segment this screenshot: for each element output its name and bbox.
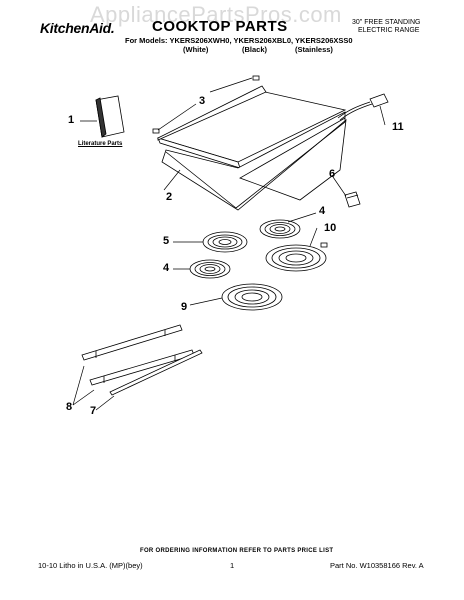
element-9 <box>221 283 283 311</box>
callout-10: 10 <box>324 222 337 234</box>
literature-caption: Literature Parts <box>78 141 123 147</box>
element-5 <box>202 231 248 253</box>
clip-right <box>252 75 260 81</box>
range-type-line-1: 30" FREE STANDING <box>352 19 421 26</box>
brand-logo: KitchenAid. <box>40 20 115 36</box>
part-number: Part No. W10358166 Rev. A <box>330 561 424 570</box>
watermark: AppliancePartsPros.com <box>90 2 342 27</box>
callout-11: 11 <box>392 121 404 133</box>
callout-6: 6 <box>329 168 336 180</box>
callout-9: 9 <box>181 301 188 313</box>
callout-3: 3 <box>199 95 206 107</box>
litho-line: 10-10 Litho in U.S.A. (MP)(bey) <box>38 561 143 570</box>
page-number: 1 <box>230 561 235 570</box>
literature-booklet <box>95 95 125 138</box>
range-type-line-2: ELECTRIC RANGE <box>358 27 420 34</box>
element-10 <box>265 242 328 272</box>
variant-white: (White) <box>183 45 209 54</box>
variant-stainless: (Stainless) <box>295 45 333 54</box>
callout-4-top: 4 <box>319 205 326 217</box>
callout-5: 5 <box>163 235 170 247</box>
bracket-upper <box>81 324 183 361</box>
element-4-top <box>259 219 301 239</box>
callout-4-bottom: 4 <box>163 262 170 274</box>
callout-7: 7 <box>90 405 97 417</box>
cooktop-panel <box>156 85 347 211</box>
terminal-cable <box>337 93 389 121</box>
callout-8: 8 <box>66 401 73 413</box>
element-4-bottom <box>189 259 231 279</box>
model-list: For Models: YKERS206XWH0, YKERS206XBL0, … <box>125 36 353 45</box>
callout-2: 2 <box>166 191 173 203</box>
callout-1: 1 <box>68 114 75 126</box>
infinite-switch <box>344 191 361 208</box>
variant-black: (Black) <box>242 45 268 54</box>
page-title: COOKTOP PARTS <box>152 18 288 35</box>
ordering-note: FOR ORDERING INFORMATION REFER TO PARTS … <box>140 548 334 554</box>
clip-left <box>152 128 160 134</box>
trim-strip <box>109 349 203 396</box>
